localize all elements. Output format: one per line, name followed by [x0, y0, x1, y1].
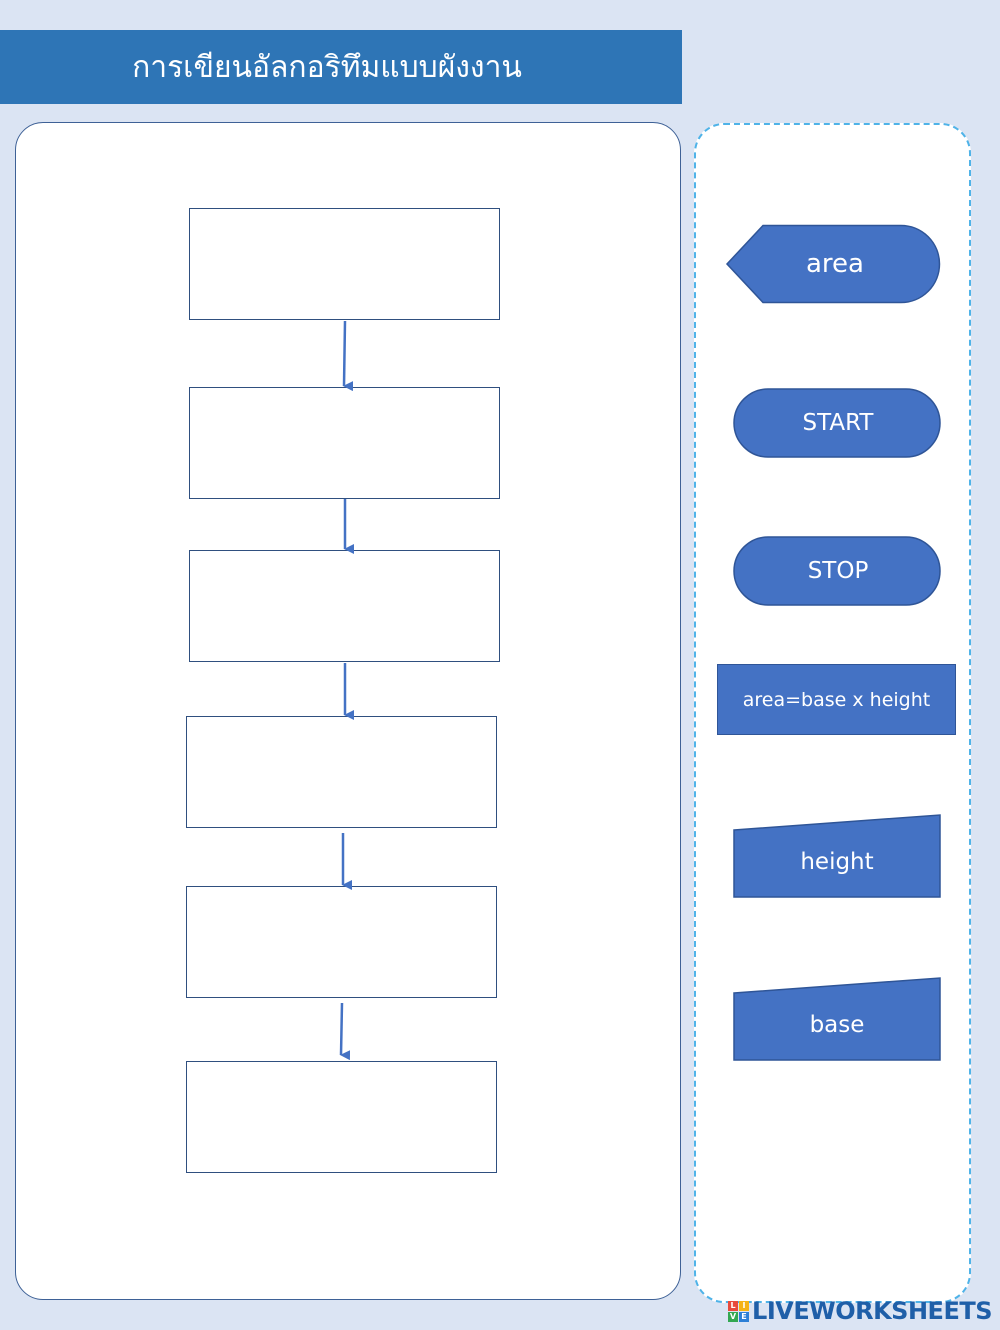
brand-name: LIVEWORKSHEETS [752, 1297, 992, 1325]
piece-base-input[interactable]: base [733, 977, 941, 1061]
flowchart-canvas [15, 122, 681, 1300]
process-shape [717, 664, 956, 735]
piece-label: area [806, 249, 864, 279]
piece-process[interactable]: area=base x height [717, 664, 956, 735]
terminator-shape [733, 536, 941, 606]
drop-slot-3[interactable] [189, 550, 500, 662]
display-shape [725, 224, 941, 304]
worksheet-title: การเขียนอัลกอริทึมแบบผังงาน [132, 49, 522, 85]
piece-label: height [800, 849, 874, 875]
drop-slot-5[interactable] [186, 886, 497, 998]
arrow-1 [342, 320, 354, 392]
manual-input-shape [733, 977, 941, 1061]
piece-label: area=base x height [742, 688, 931, 711]
drop-slot-4[interactable] [186, 716, 497, 828]
piece-label: base [809, 1012, 865, 1038]
terminator-shape [733, 388, 941, 458]
piece-label: START [802, 410, 874, 436]
piece-area-display[interactable]: area [725, 224, 941, 304]
arrow-5 [339, 1002, 351, 1061]
manual-input-shape [733, 814, 941, 898]
drop-slot-1[interactable] [189, 208, 500, 320]
piece-stop-terminator[interactable]: STOP [733, 536, 941, 606]
drop-slot-6[interactable] [186, 1061, 497, 1173]
piece-label: STOP [807, 558, 869, 584]
liveworksheets-logo: L I V E LIVEWORKSHEETS [728, 1296, 992, 1326]
logo-icon: L I V E [728, 1300, 750, 1322]
worksheet-title-bar: การเขียนอัลกอริทึมแบบผังงาน [0, 30, 682, 104]
piece-height-input[interactable]: height [733, 814, 941, 898]
piece-start-terminator[interactable]: START [733, 388, 941, 458]
drop-slot-2[interactable] [189, 387, 500, 499]
